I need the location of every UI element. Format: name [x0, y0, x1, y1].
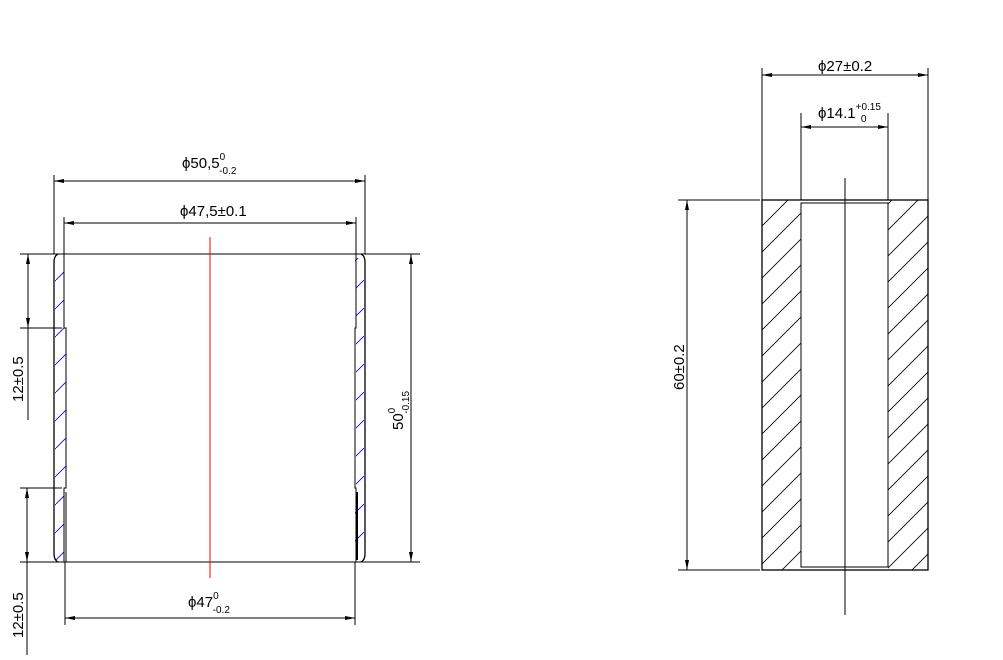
left-wall-hatch	[55, 258, 66, 560]
dim-height-right: 60±0.2	[671, 344, 688, 390]
dim-bottom-diameter: ϕ470-0.2	[188, 591, 230, 616]
dim-inner-diameter: ϕ47,5±0.1	[180, 203, 247, 220]
left-wall-hatch	[762, 200, 801, 570]
right-wall-hatch	[355, 258, 364, 560]
right-outline-outer	[360, 253, 366, 563]
dim-outer-diameter: ϕ50,50-0.2	[182, 152, 237, 177]
dim-outer-diameter-right: ϕ27±0.2	[818, 58, 872, 75]
left-outline-outer	[53, 253, 59, 563]
dim-height: 500-0.15	[387, 391, 412, 430]
left-inner-profile	[63, 254, 67, 562]
dim-lower-section: 12±0.5	[10, 592, 27, 638]
dim-upper-section: 12±0.5	[10, 356, 27, 402]
left-part-section: ϕ50,50-0.2 ϕ47,5±0.1 ϕ470-0.2 500-0.15 1…	[10, 152, 420, 655]
right-wall-hatch	[888, 200, 928, 570]
